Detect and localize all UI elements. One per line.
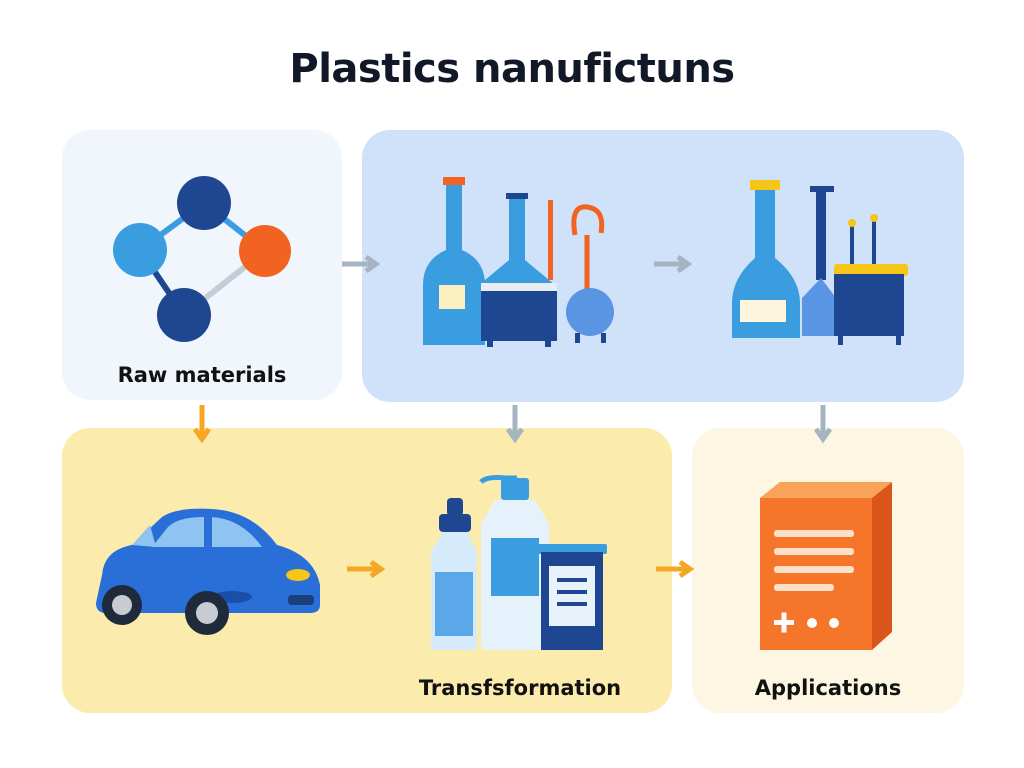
product-box-icon bbox=[760, 482, 892, 650]
applications-label: Applications bbox=[754, 676, 902, 700]
arrow-right-icon bbox=[347, 559, 386, 579]
arrow-down-icon bbox=[192, 405, 212, 444]
arrow-right-icon bbox=[654, 254, 693, 274]
process-equipment-icon bbox=[732, 180, 908, 345]
car-icon bbox=[96, 508, 320, 635]
arrow-right-icon bbox=[342, 254, 381, 274]
arrow-down-icon bbox=[813, 405, 833, 444]
diagram-title: Plastics nanufictuns bbox=[289, 46, 735, 92]
arrow-down-icon bbox=[505, 405, 525, 444]
raw-materials-panel bbox=[62, 130, 342, 400]
arrow-right-icon bbox=[656, 559, 695, 579]
lab-equipment-icon bbox=[423, 177, 614, 347]
transformation-label: Transfsformation bbox=[418, 676, 622, 700]
plastic-bottles-icon bbox=[431, 475, 607, 650]
raw-materials-label: Raw materials bbox=[117, 363, 287, 387]
molecule-icon bbox=[113, 176, 291, 342]
